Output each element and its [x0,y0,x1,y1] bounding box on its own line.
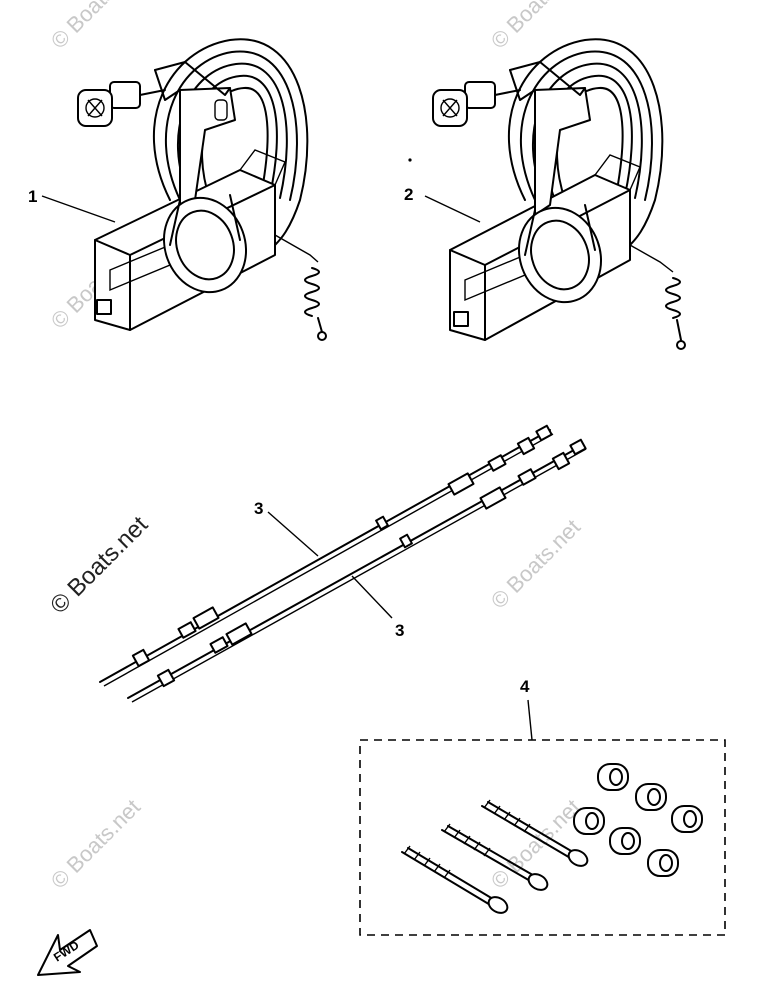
speck [408,158,412,162]
callout-1: 1 [28,187,37,206]
leader-3b [351,575,393,619]
callout-4: 4 [520,677,530,696]
watermark-7: © Boats.net [46,794,145,893]
bushings [573,763,703,877]
watermarks: © Boats.net © Boats.net © Boats.net © Bo… [45,0,585,894]
bushing-2 [635,783,667,811]
bolt-1 [401,845,509,914]
watermark-5: © Boats.net [45,511,153,619]
remote-control-box-1 [41,38,327,341]
watermark-6: © Boats.net [486,514,585,613]
remote-control-box-2 [424,38,686,350]
bushing-6 [647,849,679,877]
callout-3a: 3 [254,499,263,518]
watermark-1: © Boats.net [46,0,145,54]
bushing-3 [671,805,703,833]
bolt-2 [441,823,549,891]
control-cable-a [99,424,554,687]
bolts [401,799,589,914]
control-cable-b [127,438,587,703]
kit-box [359,739,726,936]
bushing-5 [609,827,641,855]
bushing-1 [597,763,629,791]
fwd-arrow-icon: FWD [37,929,98,976]
watermark-2: © Boats.net [486,0,585,54]
bolt-3 [481,799,589,867]
callout-3b: 3 [395,621,404,640]
callout-2: 2 [404,185,413,204]
leader-3a [267,511,319,557]
leader-4 [527,699,533,741]
bushing-4 [573,807,605,835]
